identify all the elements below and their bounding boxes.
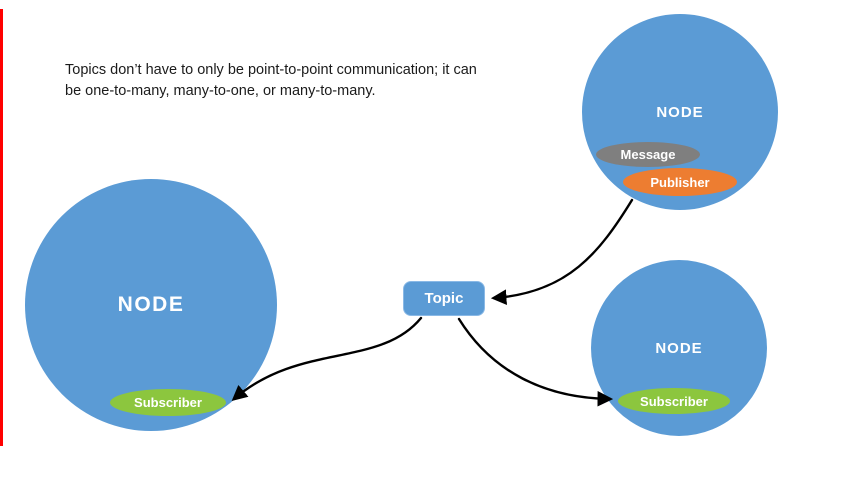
arrow-topic-to-right-subscriber (457, 317, 614, 407)
left-subscriber-label: Subscriber (134, 395, 202, 410)
arrow-publisher-to-topic (490, 198, 634, 305)
message-label: Message (620, 147, 676, 162)
red-accent-line (0, 9, 3, 446)
caption-text: Topics don’t have to only be point-to-po… (65, 62, 477, 99)
topic-box: Topic (403, 281, 485, 316)
left-node-label: NODE (117, 293, 185, 316)
right-subscriber-label: Subscriber (640, 393, 708, 409)
right-subscriber-pill: Subscriber (618, 388, 730, 414)
subscriber-node-label: NODE (655, 339, 703, 357)
message-pill: Message (596, 142, 700, 167)
publisher-pill: Publisher (623, 168, 737, 196)
left-subscriber-pill: Subscriber (110, 389, 226, 416)
publisher-label: Publisher (650, 174, 710, 190)
publisher-node-label: NODE (656, 103, 704, 121)
topic-label: Topic (424, 290, 464, 307)
